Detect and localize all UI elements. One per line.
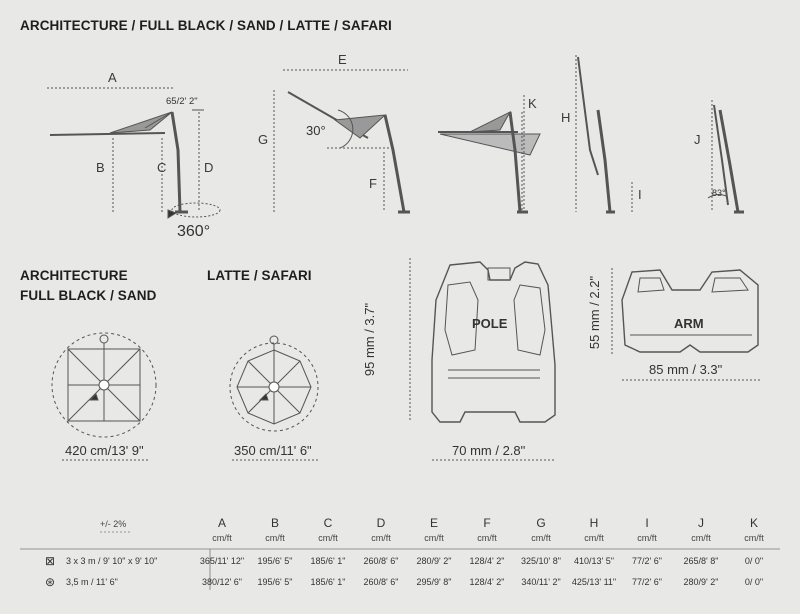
pole-width-dim: 70 mm / 2.8" [452, 443, 526, 458]
dim-label-a: A [108, 70, 117, 85]
table-unit: cm/ft [265, 533, 285, 543]
table-cell: 280/9' 2" [683, 577, 719, 587]
plan-title-full-black-sand: FULL BLACK / SAND [20, 288, 157, 303]
dim-label-d: D [204, 160, 214, 175]
table-unit: cm/ft [212, 533, 232, 543]
tolerance-note: +/- 2% [100, 519, 127, 529]
plan-title-latte-safari: LATTE / SAFARI [207, 268, 312, 283]
table-unit: cm/ft [371, 533, 391, 543]
table-unit: cm/ft [424, 533, 444, 543]
table-unit: cm/ft [318, 533, 338, 543]
table-cell: 425/13' 11" [571, 577, 617, 587]
table-header-a: A [217, 516, 226, 530]
dim-label-j: J [694, 132, 701, 147]
rotation-value: 360° [177, 223, 211, 240]
table-cell: 77/2' 6" [632, 556, 662, 566]
arm-label: ARM [674, 316, 704, 331]
table-header-i: I [645, 516, 649, 530]
table-header-c: C [323, 516, 333, 530]
round-canopy-icon: ⊛ [45, 575, 56, 589]
table-header-k: K [749, 516, 758, 530]
page-title: ARCHITECTURE / FULL BLACK / SAND / LATTE… [20, 18, 392, 33]
square-canopy-icon: ⊠ [45, 554, 56, 568]
plan-dim-round: 350 cm/11' 6" [234, 443, 312, 458]
pole-label: POLE [472, 316, 508, 331]
table-cell: 260/8' 6" [363, 577, 399, 587]
table-cell: 128/4' 2" [469, 556, 505, 566]
table-cell: 0/ 0" [744, 556, 764, 566]
table-header-e: E [429, 516, 438, 530]
table-cell: 185/6' 1" [310, 577, 346, 587]
plan-dim-square: 420 cm/13' 9" [65, 443, 144, 458]
table-cell: 185/6' 1" [310, 556, 346, 566]
ground-clearance-value: 65/2' 2" [166, 96, 198, 107]
table-cell: 365/11' 12" [199, 556, 245, 566]
dim-label-c: C [157, 160, 167, 175]
dim-label-f: F [369, 176, 377, 191]
table-cell: 340/11' 2" [521, 577, 561, 587]
table-header-h: H [589, 516, 599, 530]
table-header-d: D [376, 516, 386, 530]
table-header-j: J [698, 516, 704, 530]
table-header-f: F [483, 516, 491, 530]
table-cell: 410/13' 5" [574, 556, 614, 566]
dim-label-h: H [561, 110, 571, 125]
plan-title-architecture: ARCHITECTURE [20, 268, 128, 283]
table-cell: 280/9' 2" [416, 556, 452, 566]
table-cell: 325/10' 8" [521, 556, 561, 566]
dim-label-e: E [338, 52, 347, 67]
table-unit: cm/ft [637, 533, 657, 543]
table-cell: 195/6' 5" [257, 556, 293, 566]
dim-label-k: K [528, 96, 537, 111]
table-cell: 77/2' 6" [632, 577, 662, 587]
table-unit: cm/ft [477, 533, 497, 543]
dim-label-i: I [638, 187, 642, 202]
table-header-g: G [536, 516, 546, 530]
table-cell: 128/4' 2" [469, 577, 505, 587]
table-row-label: 3,5 m / 11' 6" [66, 577, 118, 587]
dim-label-b: B [96, 160, 105, 175]
dim-label-g: G [258, 132, 269, 147]
lean-angle-value: 83° [712, 188, 726, 198]
table-unit: cm/ft [691, 533, 711, 543]
table-unit: cm/ft [744, 533, 764, 543]
table-row-label: 3 x 3 m / 9' 10" x 9' 10" [66, 556, 158, 566]
table-unit: cm/ft [584, 533, 604, 543]
tilt-angle-value: 30° [306, 123, 326, 138]
table-cell: 380/12' 6" [202, 577, 242, 587]
table-cell: 0/ 0" [744, 577, 764, 587]
arm-width-dim: 85 mm / 3.3" [649, 362, 723, 377]
table-cell: 265/8' 8" [683, 556, 719, 566]
table-cell: 260/8' 6" [363, 556, 399, 566]
table-header-b: B [270, 516, 279, 530]
table-unit: cm/ft [531, 533, 551, 543]
table-cell: 195/6' 5" [257, 577, 293, 587]
table-cell: 295/9' 8" [416, 577, 452, 587]
